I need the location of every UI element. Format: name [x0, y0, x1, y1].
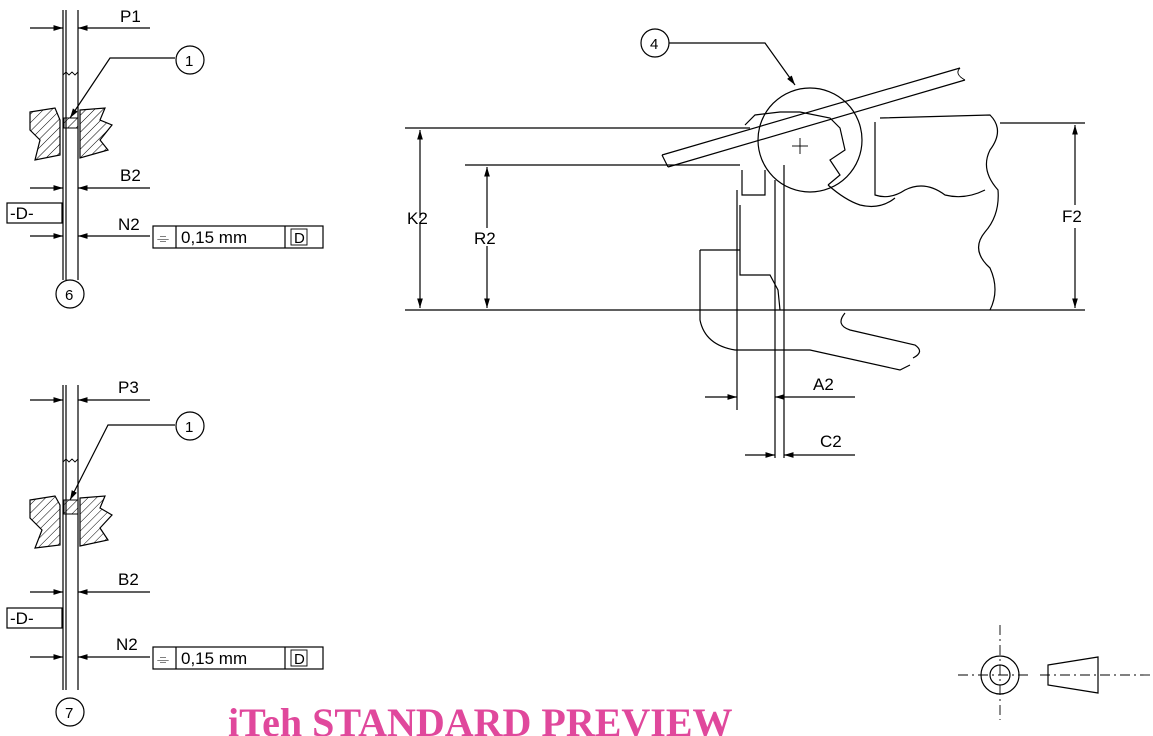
n2-label-6: N2 [118, 215, 140, 234]
view-6-text: 6 [65, 287, 73, 304]
balloon-1-bottom-text: 1 [185, 419, 193, 436]
b2-label-6: B2 [120, 166, 141, 185]
r2-label: R2 [474, 229, 496, 248]
p3-label: P3 [118, 378, 139, 397]
n2-label-7: N2 [116, 635, 138, 654]
tol-symbol-7: ⌯ [157, 651, 169, 668]
datum-d-6: -D- [10, 204, 34, 223]
view-7-balloon [55, 697, 85, 727]
f2-label: F2 [1062, 207, 1082, 226]
tol-value-6: 0,15 mm [181, 228, 247, 247]
projection-symbol [958, 625, 1153, 720]
datum-d-7: -D- [10, 609, 34, 628]
a2-label: A2 [813, 375, 834, 394]
tol-datum-7: D [294, 651, 305, 668]
view-7-text: 7 [65, 705, 73, 722]
balloon-1-top [175, 45, 205, 75]
c2-label: C2 [820, 432, 842, 451]
k2-label: K2 [407, 209, 428, 228]
p1-label: P1 [120, 7, 141, 26]
watermark: iTeh STANDARD PREVIEW [228, 700, 733, 736]
balloon-1-top-text: 1 [185, 53, 193, 70]
balloon-4-text: 4 [650, 36, 658, 53]
tol-datum-6: D [294, 230, 305, 247]
tol-symbol-6: ⌯ [157, 230, 169, 247]
balloon-1-bottom [175, 411, 205, 441]
detail-6: P1 1 B2 -D- N2 ⌯ 0,15 mm D 6 [6, 7, 324, 309]
main-view: 4 K2 R2 F2 [405, 28, 1085, 458]
view-6-balloon [55, 279, 85, 309]
b2-label-7: B2 [118, 570, 139, 589]
detail-7: P3 1 B2 -D- N2 ⌯ 0,15 mm D 7 [6, 378, 324, 727]
tol-value-7: 0,15 mm [181, 649, 247, 668]
